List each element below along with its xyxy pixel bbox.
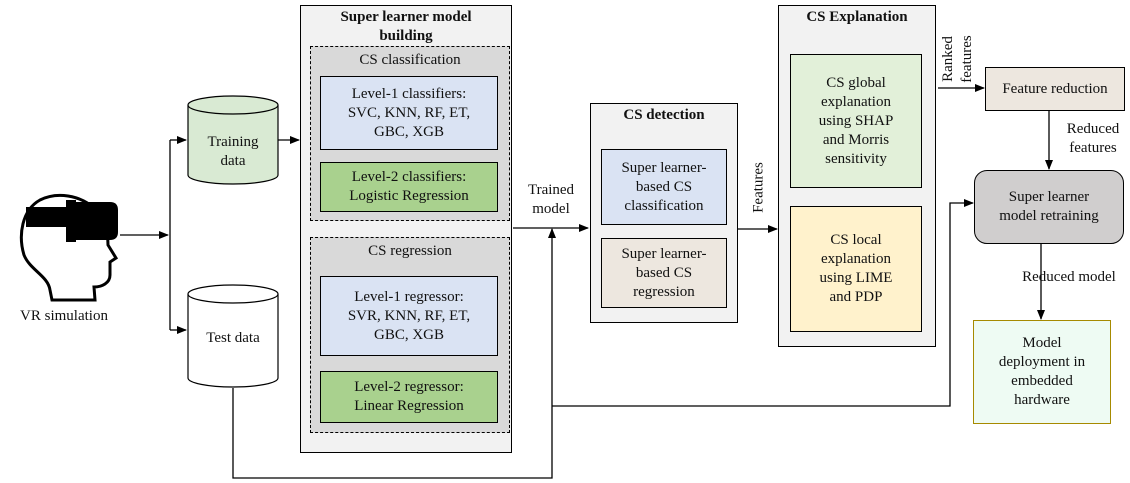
trained-model-label: Trained model bbox=[527, 182, 575, 217]
test-data-cylinder bbox=[187, 294, 279, 388]
reduced-model-label: Reduced model bbox=[1022, 269, 1116, 285]
deployment-box: Model deployment in embedded hardware bbox=[973, 320, 1111, 424]
detection-classification-box: Super learner- based CS classification bbox=[601, 149, 727, 225]
level1-classifiers-box: Level-1 classifiers: SVC, KNN, RF, ET, G… bbox=[320, 76, 498, 150]
global-explanation-box: CS global explanation using SHAP and Mor… bbox=[790, 54, 922, 188]
vr-headset-icon bbox=[19, 193, 119, 302]
cs-detection-title: CS detection bbox=[623, 107, 705, 123]
cs-regression-title: CS regression bbox=[368, 243, 452, 259]
level2-regressor-box: Level-2 regressor: Linear Regression bbox=[320, 371, 498, 423]
cylinders bbox=[187, 95, 279, 388]
features-label: Features bbox=[750, 162, 767, 213]
test-data-cylinder-top bbox=[187, 284, 279, 304]
detection-regression-box: Super learner- based CS regression bbox=[601, 238, 727, 308]
feature-reduction-box: Feature reduction bbox=[985, 67, 1125, 111]
local-explanation-box: CS local explanation using LIME and PDP bbox=[790, 206, 922, 332]
test-data-label: Test data bbox=[206, 330, 260, 346]
ranked-features-label: Ranked features bbox=[940, 35, 975, 83]
super-learner-title: Super learner model building bbox=[340, 9, 472, 44]
level1-regressor-box: Level-1 regressor: SVR, KNN, RF, ET, GBC… bbox=[320, 276, 498, 356]
cs-explanation-title: CS Explanation bbox=[806, 9, 908, 25]
level2-classifiers-box: Level-2 classifiers: Logistic Regression bbox=[320, 162, 498, 212]
training-data-label: Training data bbox=[207, 134, 259, 169]
cs-classification-title: CS classification bbox=[359, 52, 461, 68]
reduced-features-label: Reduced features bbox=[1066, 121, 1120, 156]
retrain-loop bbox=[552, 199, 974, 407]
training-data-cylinder-top bbox=[187, 95, 279, 115]
vr-simulation-label: VR simulation bbox=[20, 308, 108, 324]
retraining-box: Super learner model retraining bbox=[974, 170, 1124, 244]
training-data-cylinder bbox=[187, 105, 279, 185]
test-data-loop bbox=[232, 228, 556, 479]
